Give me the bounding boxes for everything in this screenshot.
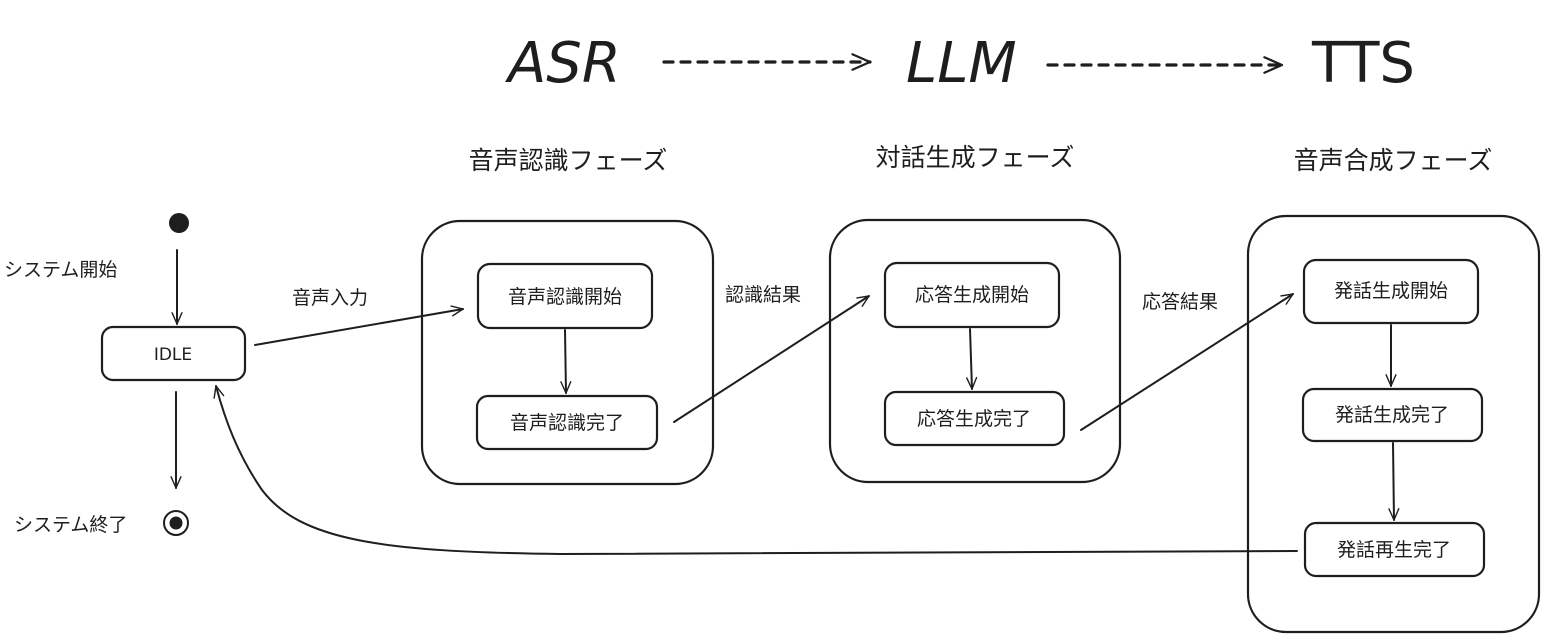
pipeline-asr: ASR: [505, 31, 621, 96]
label-voice-input: 音声入力: [292, 287, 368, 309]
label-system-start: システム開始: [4, 259, 117, 281]
state-llm-done: [883, 390, 1066, 447]
arrow-llm-to-tts: [1080, 293, 1294, 431]
phase-title-llm: 対話生成フェーズ: [876, 143, 1075, 172]
state-llm-done-label: 応答生成完了: [917, 408, 1031, 430]
label-response-result: 応答結果: [1142, 291, 1218, 313]
state-tts-start-label: 発話生成開始: [1334, 280, 1448, 302]
phase-title-tts: 音声合成フェーズ: [1294, 146, 1493, 175]
phase-title-asr: 音声認識フェーズ: [469, 146, 668, 175]
phase-container-tts: [1246, 214, 1541, 634]
state-asr-start: [476, 262, 654, 330]
state-playback-done: [1303, 521, 1486, 578]
label-system-end: システム終了: [14, 514, 127, 536]
arrow-asr-start-to-done: [560, 329, 572, 394]
state-asr-done-label: 音声認識完了: [510, 412, 624, 434]
phase-container-llm: [828, 218, 1122, 484]
arrow-playback-to-idle: [213, 385, 1298, 555]
label-recognition-result: 認識結果: [725, 284, 801, 306]
state-idle: [100, 325, 247, 382]
initial-state-dot: [169, 213, 189, 233]
arrow-asr-to-llm: [673, 295, 870, 423]
arrow-tts-done-to-playback: [1388, 442, 1400, 521]
phase-container-asr: [420, 219, 715, 486]
arrow-llm-start-to-done: [966, 328, 978, 390]
arrow-idle-to-asr: [254, 305, 464, 346]
state-tts-start: [1302, 258, 1480, 325]
state-asr-done: [475, 394, 659, 451]
pipeline-llm: LLM: [906, 31, 1017, 96]
state-tts-done-label: 発話生成完了: [1335, 404, 1449, 426]
state-asr-start-label: 音声認識開始: [508, 286, 622, 308]
pipeline-tts: TTS: [1311, 31, 1415, 96]
state-idle-label: IDLE: [154, 345, 192, 365]
final-state-outer: [163, 510, 189, 536]
final-state-inner: [169, 516, 183, 530]
state-tts-done: [1301, 387, 1484, 443]
state-playback-done-label: 発話再生完了: [1337, 539, 1451, 561]
state-llm-start: [883, 261, 1061, 329]
state-llm-start-label: 応答生成開始: [915, 284, 1029, 306]
